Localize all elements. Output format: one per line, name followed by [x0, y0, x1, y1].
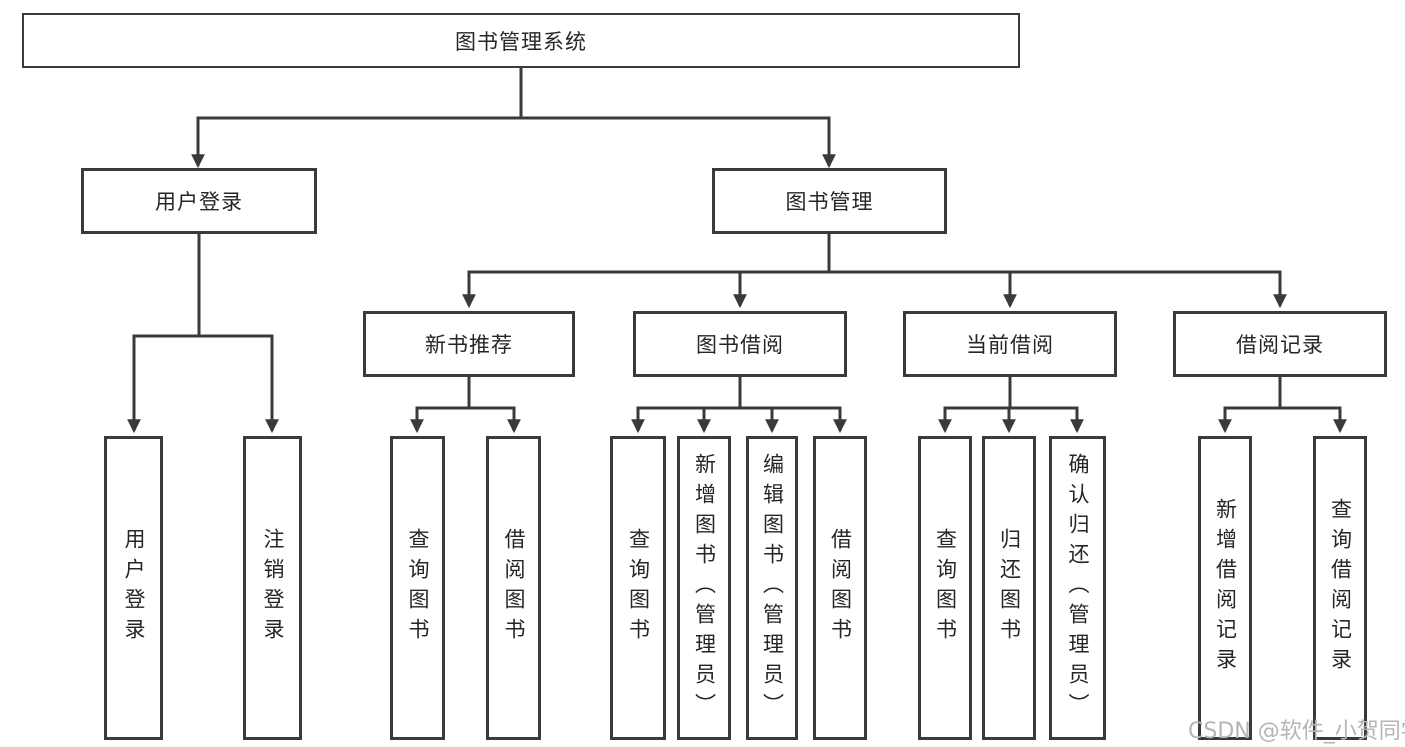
leaf-label: 查询图书	[406, 528, 430, 648]
leaf-return-books: 归还图书	[982, 436, 1036, 740]
leaf-query-borrow-record: 查询借阅记录	[1313, 436, 1367, 740]
leaf-label: 查询图书	[626, 528, 651, 648]
node-user-login: 用户登录	[81, 168, 317, 234]
node-label: 图书借阅	[696, 333, 784, 357]
leaf-label: 用户登录	[122, 528, 146, 648]
leaf-label: 归还图书	[997, 528, 1022, 648]
leaf-label: 借阅图书	[502, 528, 526, 648]
leaf-edit-books-admin: 编辑图书（管理员）	[746, 436, 798, 740]
csdn-watermark: CSDN @软件_小贺同学	[1188, 719, 1405, 744]
leaf-label: 注销登录	[261, 528, 285, 648]
node-book-management: 图书管理	[712, 168, 947, 234]
leaf-query-books-recommend: 查询图书	[390, 436, 445, 740]
leaf-user-login: 用户登录	[104, 436, 163, 740]
leaf-label: 确认归还（管理员）	[1066, 453, 1090, 723]
node-label: 用户登录	[155, 190, 243, 214]
node-label: 图书管理	[785, 190, 874, 214]
leaf-label: 借阅图书	[828, 528, 853, 648]
node-borrowing-records: 借阅记录	[1173, 311, 1387, 377]
node-new-book-recommend: 新书推荐	[363, 311, 575, 377]
leaf-borrow-books: 借阅图书	[813, 436, 867, 740]
node-library-management-system: 图书管理系统	[22, 13, 1020, 68]
node-current-borrowing: 当前借阅	[903, 311, 1117, 377]
node-label: 当前借阅	[966, 333, 1054, 357]
node-label: 借阅记录	[1236, 333, 1324, 357]
leaf-label: 新增图书（管理员）	[692, 453, 717, 723]
node-label: 图书管理系统	[455, 29, 587, 54]
leaf-add-books-admin: 新增图书（管理员）	[677, 436, 731, 740]
node-book-borrowing: 图书借阅	[633, 311, 847, 377]
node-label: 新书推荐	[425, 333, 513, 357]
leaf-label: 查询图书	[933, 528, 958, 648]
leaf-borrow-books-recommend: 借阅图书	[486, 436, 541, 740]
leaf-add-borrow-record: 新增借阅记录	[1198, 436, 1252, 740]
leaf-query-books-current: 查询图书	[918, 436, 972, 740]
leaf-label: 编辑图书（管理员）	[760, 453, 785, 723]
leaf-logout: 注销登录	[243, 436, 302, 740]
leaf-confirm-return-admin: 确认归还（管理员）	[1049, 436, 1106, 740]
leaf-label: 查询借阅记录	[1328, 498, 1353, 678]
leaf-query-books-borrowing: 查询图书	[610, 436, 666, 740]
leaf-label: 新增借阅记录	[1213, 498, 1238, 678]
